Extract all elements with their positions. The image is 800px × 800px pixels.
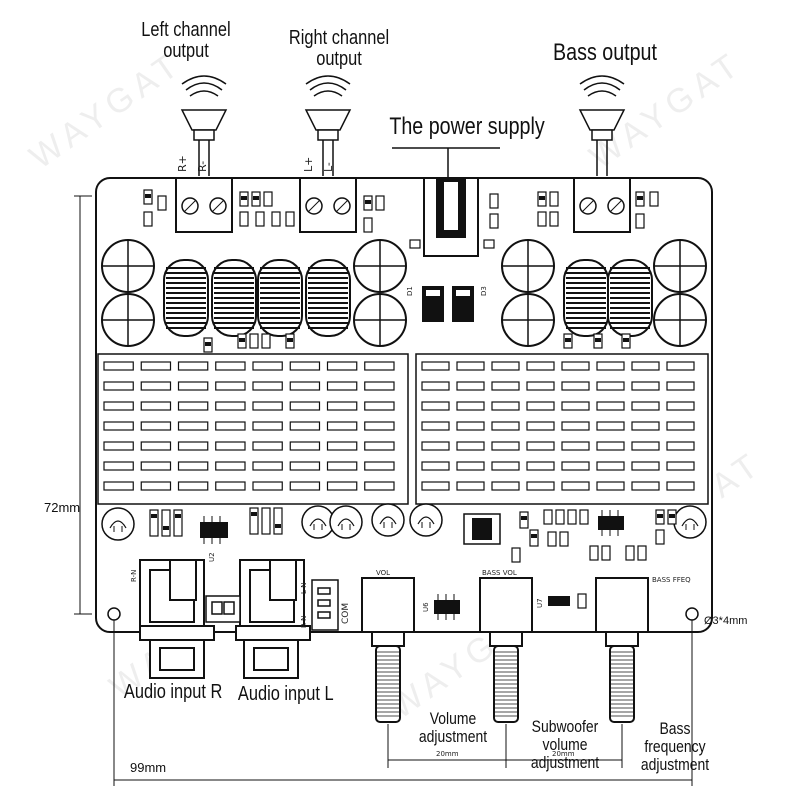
rca-jack-r <box>139 559 215 679</box>
electrolytic-capacitors <box>101 239 707 347</box>
inductor-coils <box>163 259 653 337</box>
label-volume-adjustment-text: Volume adjustment <box>418 709 488 746</box>
watermark-text: WAYGAT <box>23 44 190 177</box>
mounting-hole-right <box>685 607 699 621</box>
inductor <box>563 259 609 337</box>
capacitor-large <box>653 293 707 347</box>
diode-d3 <box>452 286 474 322</box>
terminal-label-l-minus: L- <box>322 162 335 172</box>
connector-com <box>311 579 339 631</box>
dimension-hole-label: Ø3*4mm <box>704 615 747 627</box>
label-right-channel-output-text: Right channel output <box>288 27 390 70</box>
dimension-height-label: 72mm <box>44 500 80 515</box>
inductor <box>607 259 653 337</box>
knob-knurling <box>377 651 633 717</box>
smd-components-top <box>143 189 659 249</box>
terminal-bass <box>573 177 631 233</box>
label-rn-1: R-N <box>130 570 138 582</box>
label-u7: U7 <box>536 598 544 608</box>
label-u6: U6 <box>422 602 430 612</box>
label-audio-input-r: Audio input R <box>124 682 222 703</box>
label-subwoofer-volume-adjustment-text: Subwoofer volume adjustment <box>530 717 600 772</box>
label-volume-adjustment: Volume adjustment <box>408 710 498 746</box>
dimension-pot-spacing-1: 20mm <box>436 750 459 758</box>
dimension-pot-spacing-2: 20mm <box>552 750 575 758</box>
terminal-left <box>175 177 233 233</box>
label-audio-input-l-text: Audio input L <box>237 683 334 705</box>
smd-dark-marks-mid <box>205 338 629 346</box>
diode-d1 <box>422 286 444 322</box>
capacitor-small <box>101 507 135 541</box>
label-audio-input-r-text: Audio input R <box>123 681 223 703</box>
capacitor-large <box>353 293 407 347</box>
dimension-height <box>74 195 92 615</box>
capacitor-large <box>101 293 155 347</box>
heatsink <box>415 353 709 505</box>
label-subwoofer-volume-adjustment: Subwoofer volume adjustment <box>510 718 620 772</box>
label-d3: D3 <box>480 286 488 296</box>
mounting-hole-left <box>107 607 121 621</box>
label-left-channel-output-text: Left channel output <box>141 19 231 62</box>
capacitor-large <box>353 239 407 293</box>
dimension-pot-spacing <box>387 724 623 768</box>
label-right-channel-output: Right channel output <box>286 28 393 70</box>
label-power-supply-text: The power supply <box>389 113 545 140</box>
terminal-label-r-plus: R+ <box>176 155 189 172</box>
inductor <box>211 259 257 337</box>
label-power-supply: The power supply <box>389 114 545 139</box>
capacitor-large <box>101 239 155 293</box>
label-bass-output: Bass output <box>544 40 667 65</box>
label-com: COM <box>341 603 351 624</box>
capacitor-large <box>653 239 707 293</box>
ic-opamp-right <box>598 510 624 536</box>
label-bass-output-text: Bass output <box>553 39 657 66</box>
label-u2: U2 <box>208 552 216 562</box>
speaker-left-icon <box>180 75 228 176</box>
ic-regulator <box>463 513 501 545</box>
ic-u2 <box>200 516 228 544</box>
jumper-block <box>205 595 241 623</box>
label-rn-2: R-N <box>300 616 308 628</box>
small-capacitors <box>101 503 707 541</box>
terminal-label-l-plus: L+ <box>302 157 315 172</box>
capacitor-large <box>501 239 555 293</box>
label-bass-frequency-adjustment-text: Bass frequency adjustment <box>640 719 710 774</box>
capacitor-small <box>329 505 363 539</box>
capacitor-small <box>409 503 443 537</box>
heatsink <box>97 353 409 505</box>
inductor <box>305 259 351 337</box>
potentiometer-bass-frequency <box>595 577 649 723</box>
capacitor-small <box>371 503 405 537</box>
label-audio-input-l: Audio input L <box>238 684 334 705</box>
label-ln: L-N <box>300 582 308 594</box>
label-bass-vol: BASS VOL <box>482 569 517 577</box>
capacitor-small <box>673 505 707 539</box>
ic-u7 <box>548 596 570 606</box>
label-left-channel-output: Left channel output <box>137 20 235 62</box>
inductor <box>257 259 303 337</box>
speaker-bass-icon <box>578 75 626 176</box>
speaker-right-icon <box>304 75 352 176</box>
dimension-width <box>113 620 693 786</box>
ic-u6 <box>434 594 460 620</box>
label-vol: VOL <box>376 569 390 577</box>
heatsinks <box>97 353 709 505</box>
capacitor-small <box>301 505 335 539</box>
rca-jack-l <box>235 559 311 679</box>
capacitor-large <box>501 293 555 347</box>
bottom-dark-marks <box>151 512 675 538</box>
dimension-width-label: 99mm <box>130 760 166 775</box>
dc-power-jack <box>423 177 479 257</box>
terminal-label-r-minus: R- <box>196 161 209 172</box>
terminal-right <box>299 177 357 233</box>
label-d1: D1 <box>406 286 414 296</box>
inductor <box>163 259 209 337</box>
label-bass-frequency-adjustment: Bass frequency adjustment <box>630 720 720 774</box>
smd-dark-marks <box>145 194 643 204</box>
label-bass-freq: BASS FFEQ <box>652 576 691 584</box>
